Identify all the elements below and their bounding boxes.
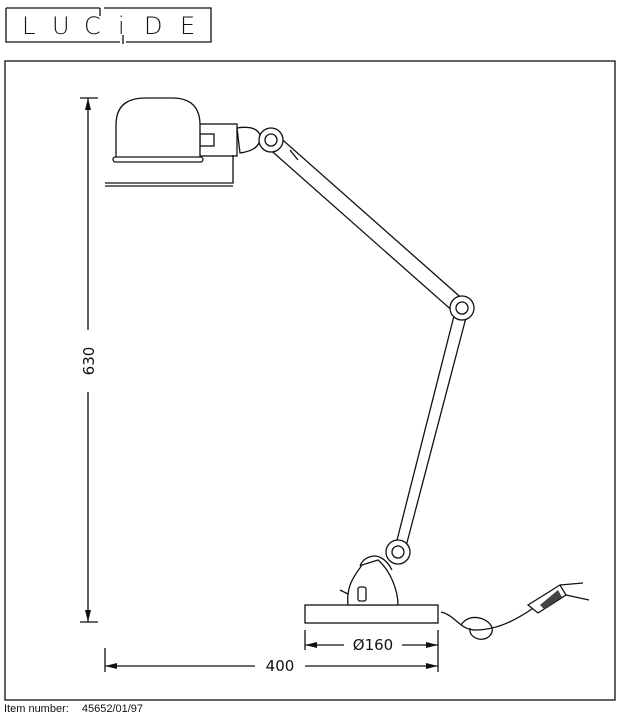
- head-joint: [258, 127, 284, 153]
- item-number-value: 45652/01/97: [81, 703, 144, 715]
- item-number: Item number: 45652/01/97: [4, 703, 143, 715]
- base-diameter-dimension: Ø160: [304, 630, 439, 654]
- lamp-shade: [105, 97, 238, 187]
- logo-letter-u: U: [52, 12, 70, 40]
- logo-letter-e: E: [180, 12, 195, 40]
- base-diameter-label: Ø160: [353, 636, 393, 654]
- drawing-frame: [4, 60, 616, 701]
- height-dimension: 630: [80, 97, 98, 623]
- width-label: 400: [266, 657, 295, 675]
- lucide-logo: L U C i D E: [5, 7, 212, 44]
- lamp-illustration: [105, 97, 590, 640]
- middle-joint: [449, 295, 475, 321]
- lower-joint: [385, 539, 411, 565]
- logo-letter-l: L: [22, 12, 35, 40]
- height-label: 630: [80, 347, 98, 376]
- logo-letter-c: C: [84, 12, 101, 40]
- lamp-base: [304, 604, 439, 624]
- logo-letter-i: i: [118, 12, 125, 40]
- logo-letter-d: D: [144, 12, 162, 40]
- item-number-label: Item number:: [4, 703, 69, 715]
- width-dimension: 400: [104, 648, 439, 675]
- plug-icon: [526, 582, 590, 614]
